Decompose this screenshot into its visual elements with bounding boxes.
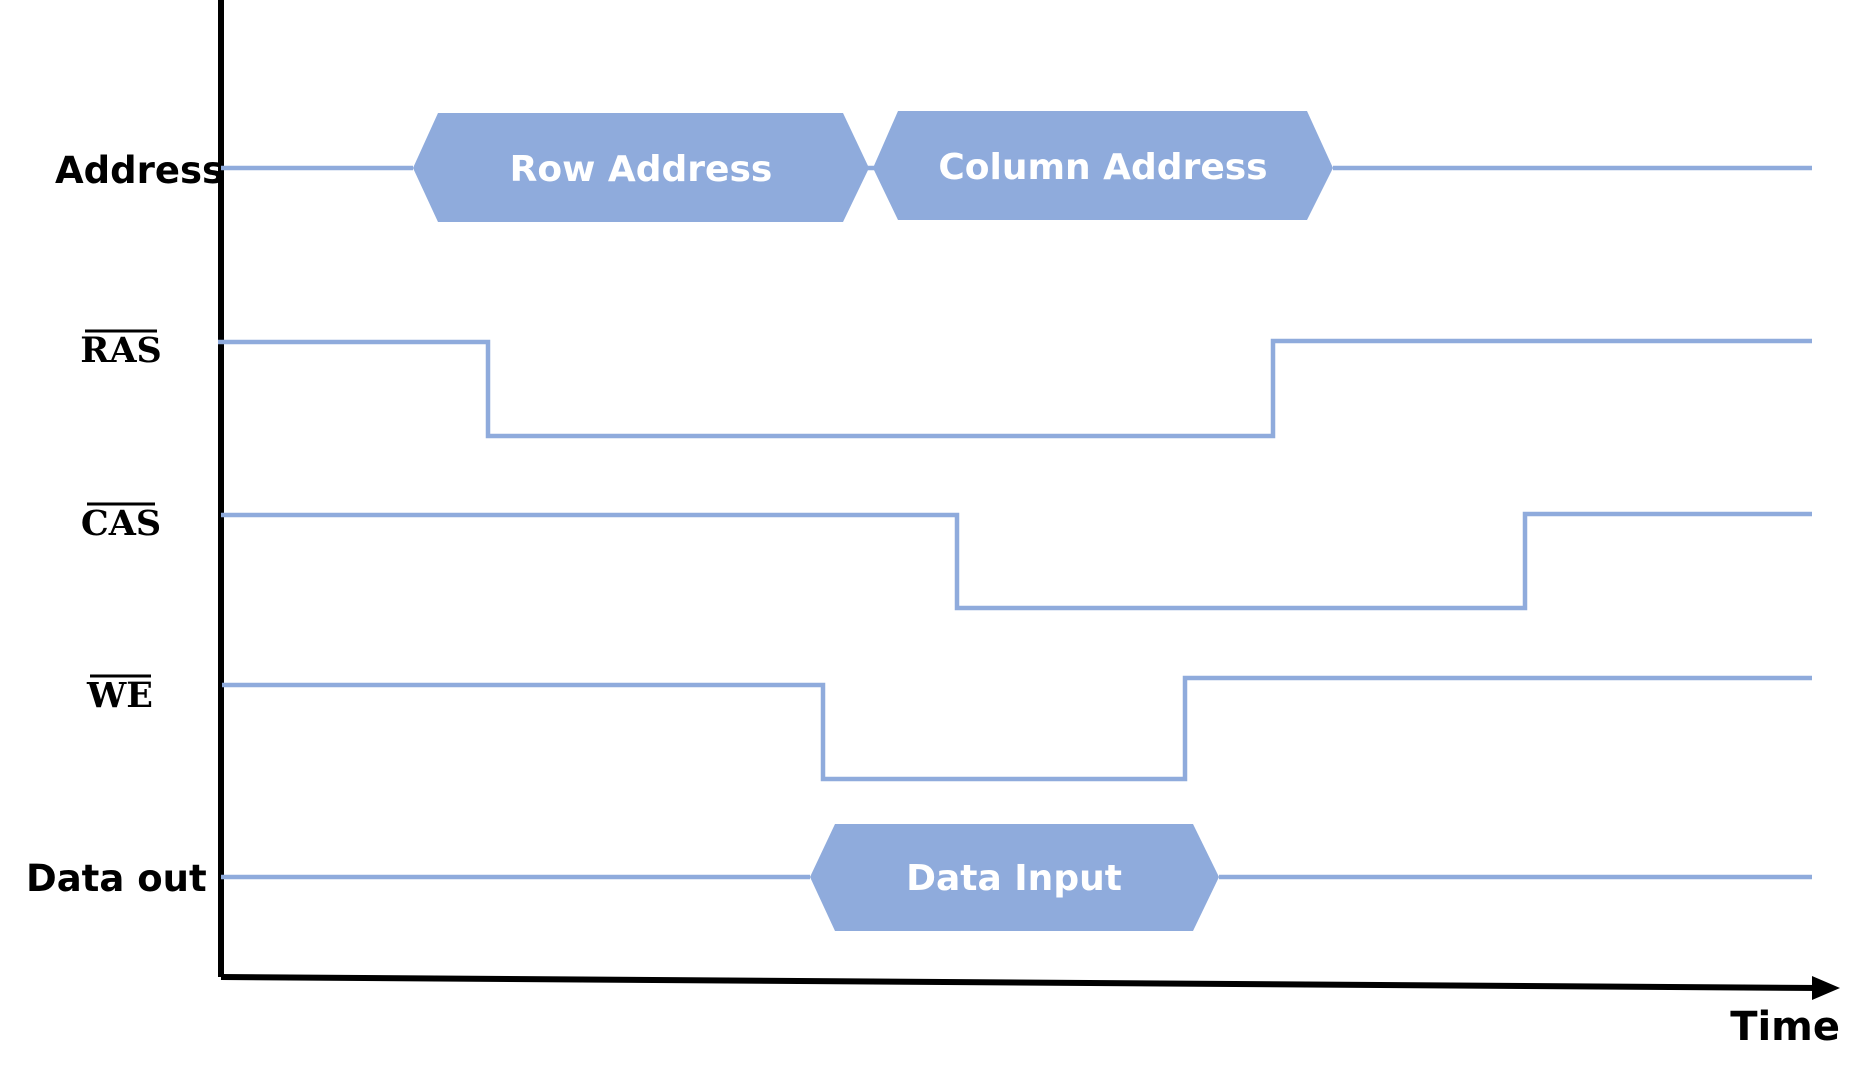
we-label: WE [86, 675, 153, 716]
data-out-label: Data out [26, 857, 207, 900]
cas-waveform [221, 511, 1812, 611]
data-input-text: Data Input [906, 858, 1122, 899]
address-label: Address [55, 149, 224, 192]
column-address-bus [873, 111, 1333, 220]
time-axis [220, 974, 1821, 991]
column-address-text: Column Address [938, 147, 1267, 188]
row-address-text: Row Address [510, 149, 773, 190]
ras-waveform [218, 338, 1812, 439]
time-axis-arrowhead [1812, 976, 1840, 1000]
we-waveform [222, 675, 1812, 782]
cas-label: CAS [81, 503, 161, 544]
ras-label: RAS [80, 330, 162, 371]
data-input-bus [810, 824, 1219, 931]
row-address-bus [413, 113, 869, 222]
time-axis-label: Time [1730, 1004, 1840, 1050]
